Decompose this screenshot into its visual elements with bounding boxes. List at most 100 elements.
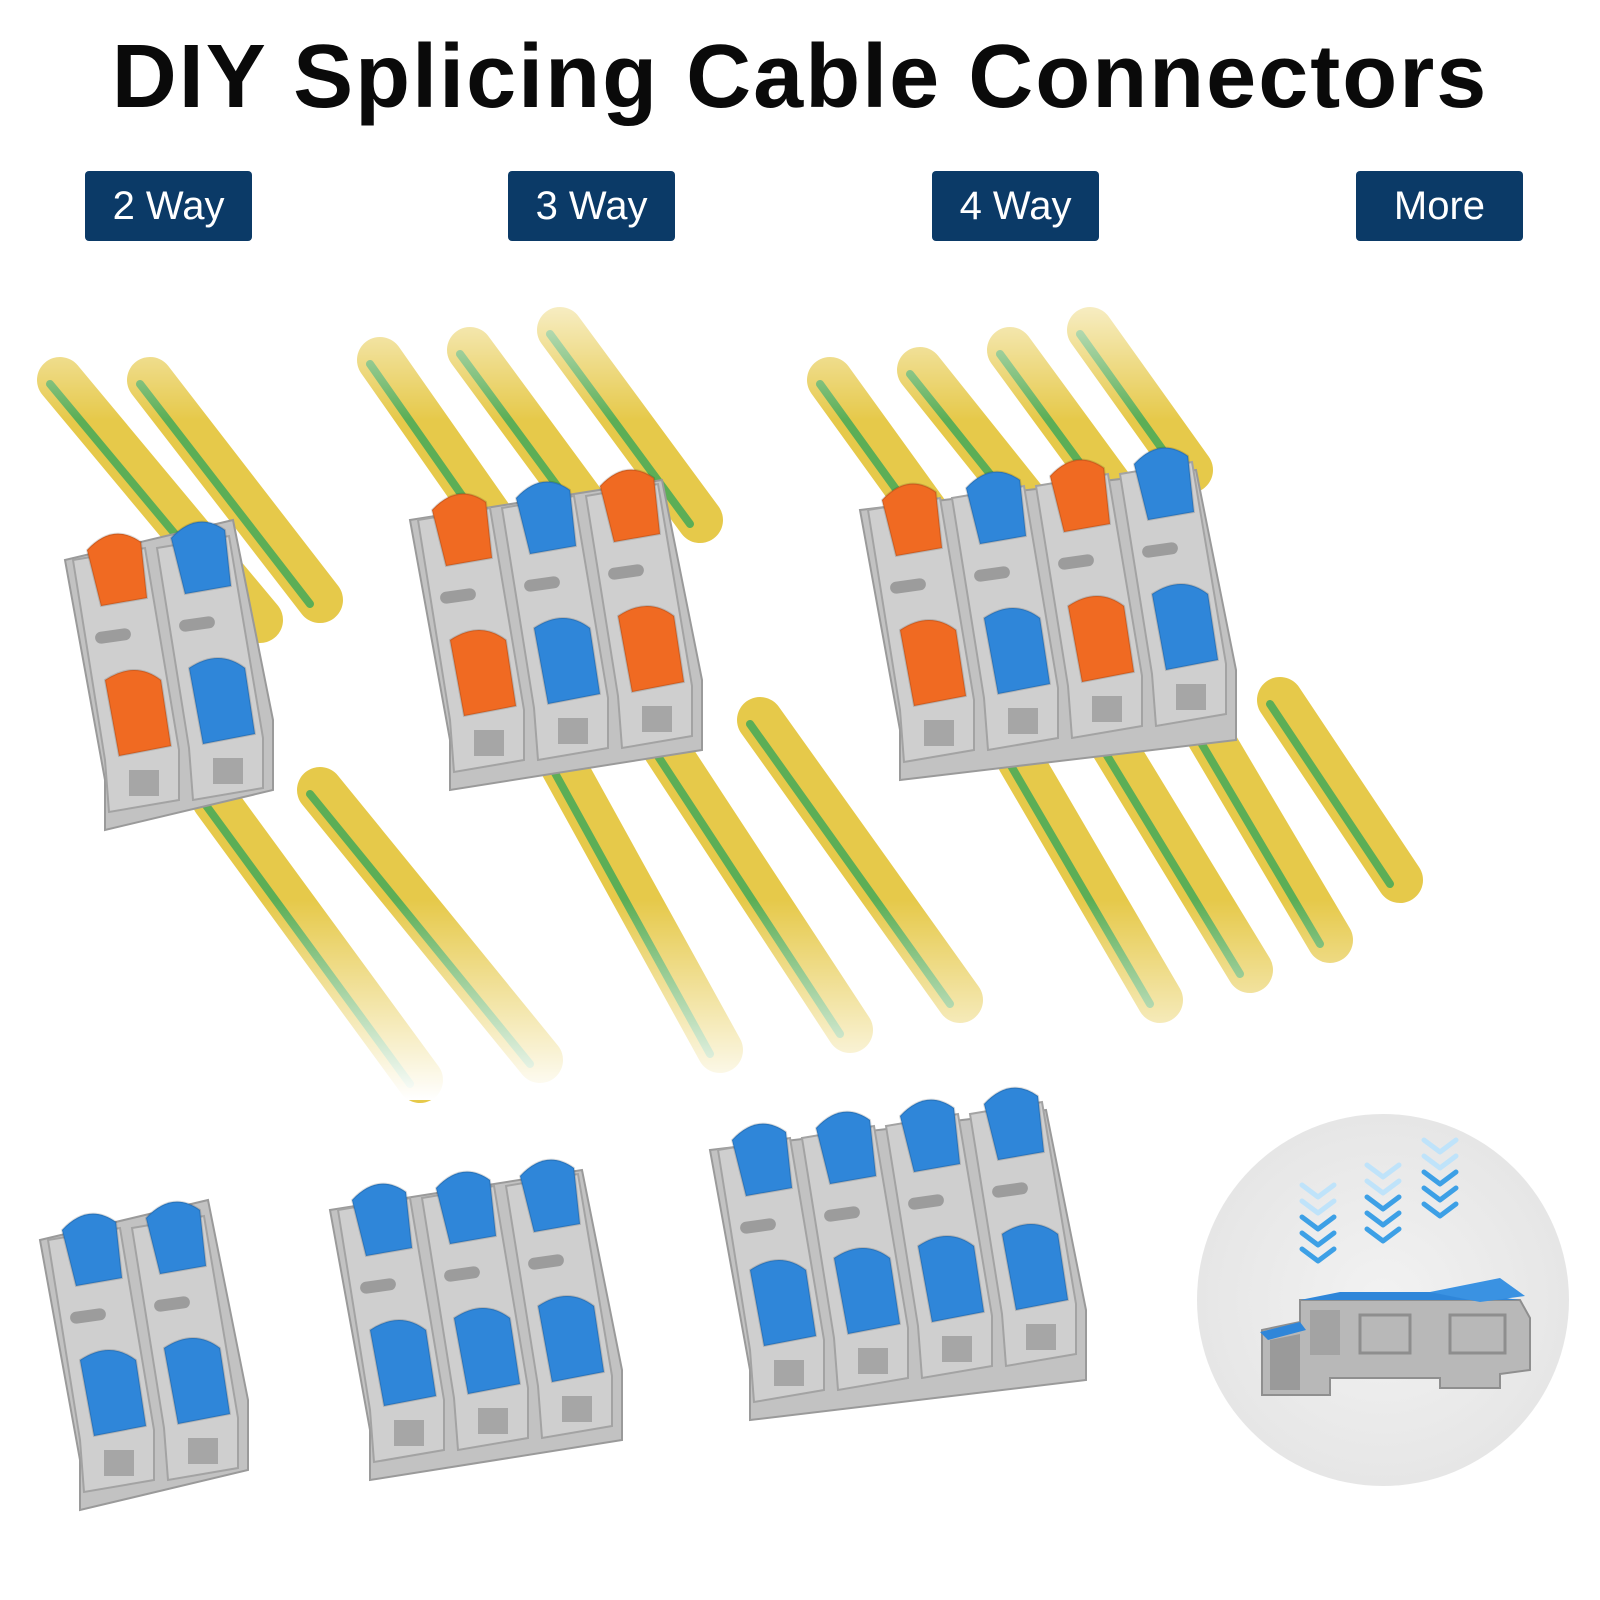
cell-slot xyxy=(95,628,131,644)
top-connector-1 xyxy=(408,468,703,792)
cell-slot xyxy=(440,588,476,604)
wire-port xyxy=(1026,1324,1056,1350)
wire-stripe-17 xyxy=(1266,700,1394,888)
wire-port xyxy=(1092,696,1122,722)
cell-slot xyxy=(908,1194,944,1210)
cell-slot xyxy=(524,576,560,592)
bottom-connector-2 xyxy=(708,1086,1087,1422)
chevron xyxy=(1364,1162,1402,1180)
cell-slot xyxy=(992,1182,1028,1198)
lever-top xyxy=(964,470,1028,546)
tag-more: More xyxy=(1356,171,1523,241)
wire-port xyxy=(129,770,159,796)
wire-port xyxy=(942,1336,972,1362)
wire-port xyxy=(104,1450,134,1476)
lever-top xyxy=(350,1182,414,1258)
chevron xyxy=(1364,1178,1402,1196)
chevron xyxy=(1299,1214,1337,1232)
wire-port xyxy=(858,1348,888,1374)
wire-port xyxy=(474,730,504,756)
page-title: DIY Splicing Cable Connectors xyxy=(111,27,1489,127)
chevron xyxy=(1364,1210,1402,1228)
cell-slot xyxy=(974,566,1010,582)
lever-top xyxy=(169,520,233,596)
cell-slot xyxy=(70,1308,106,1324)
chevron xyxy=(1421,1137,1459,1155)
lever-bottom xyxy=(368,1319,438,1408)
cell-slot xyxy=(179,616,215,632)
lever-bottom xyxy=(452,1307,522,1396)
cell-slot xyxy=(528,1254,564,1270)
lever-bottom xyxy=(78,1349,148,1438)
side-view-illustration xyxy=(1197,1114,1569,1486)
wire-stripe-1 xyxy=(136,380,314,608)
chevron xyxy=(1299,1246,1337,1264)
lever-top xyxy=(880,482,944,558)
wire-port xyxy=(1008,708,1038,734)
lever-bottom xyxy=(187,657,257,746)
lever-top xyxy=(598,468,662,544)
chevron xyxy=(1299,1230,1337,1248)
lever-top xyxy=(898,1098,962,1174)
chevron xyxy=(1299,1182,1337,1200)
cell-slot xyxy=(154,1296,190,1312)
lever-bottom xyxy=(916,1235,986,1324)
tag-3-way: 3 Way xyxy=(508,171,675,241)
lever-bottom xyxy=(532,617,602,706)
lever-top xyxy=(514,480,578,556)
lever-top xyxy=(430,492,494,568)
lever-bottom xyxy=(103,669,173,758)
cell-slot xyxy=(824,1206,860,1222)
bottom-connector-0 xyxy=(38,1198,249,1512)
cell-slot xyxy=(608,564,644,580)
top-connector-0 xyxy=(63,518,274,832)
wire-port xyxy=(642,706,672,732)
cell-slot xyxy=(360,1278,396,1294)
lever-bottom xyxy=(1150,583,1220,672)
bottom-connector-1 xyxy=(328,1158,623,1482)
wire-port xyxy=(774,1360,804,1386)
wire-port xyxy=(924,720,954,746)
lever-bottom xyxy=(832,1247,902,1336)
chevron xyxy=(1364,1226,1402,1244)
wire-port xyxy=(188,1438,218,1464)
chevron xyxy=(1421,1153,1459,1171)
lever-bottom xyxy=(1000,1223,1070,1312)
lever-top xyxy=(144,1200,208,1276)
cell-slot xyxy=(890,578,926,594)
cell-slot xyxy=(1142,542,1178,558)
cell-slot xyxy=(740,1218,776,1234)
chevron xyxy=(1421,1201,1459,1219)
wire-port xyxy=(213,758,243,784)
wire-port xyxy=(478,1408,508,1434)
lever-top xyxy=(982,1086,1046,1162)
tag-2-way: 2 Way xyxy=(85,171,252,241)
lever-bottom xyxy=(1066,595,1136,684)
wire-port xyxy=(394,1420,424,1446)
lever-bottom xyxy=(448,629,518,718)
lever-top xyxy=(434,1170,498,1246)
tag-4-way: 4 Way xyxy=(932,171,1099,241)
lever-bottom xyxy=(162,1337,232,1426)
bottom-fade xyxy=(0,900,1600,1100)
chevron xyxy=(1299,1198,1337,1216)
lever-top xyxy=(814,1110,878,1186)
top-connector-2 xyxy=(858,446,1237,782)
cell-slot xyxy=(1058,554,1094,570)
top-fade xyxy=(0,250,1600,420)
lever-bottom xyxy=(748,1259,818,1348)
lever-top xyxy=(85,532,149,608)
wire-17 xyxy=(1257,677,1423,903)
lever-top xyxy=(1048,458,1112,534)
chevron xyxy=(1364,1194,1402,1212)
lever-top xyxy=(1132,446,1196,522)
cell-slot xyxy=(444,1266,480,1282)
wire-port xyxy=(562,1396,592,1422)
lever-bottom xyxy=(898,619,968,708)
wire-port xyxy=(558,718,588,744)
chevron xyxy=(1421,1169,1459,1187)
chevron xyxy=(1421,1185,1459,1203)
lever-bottom xyxy=(616,605,686,694)
lever-bottom xyxy=(536,1295,606,1384)
lever-top xyxy=(518,1158,582,1234)
